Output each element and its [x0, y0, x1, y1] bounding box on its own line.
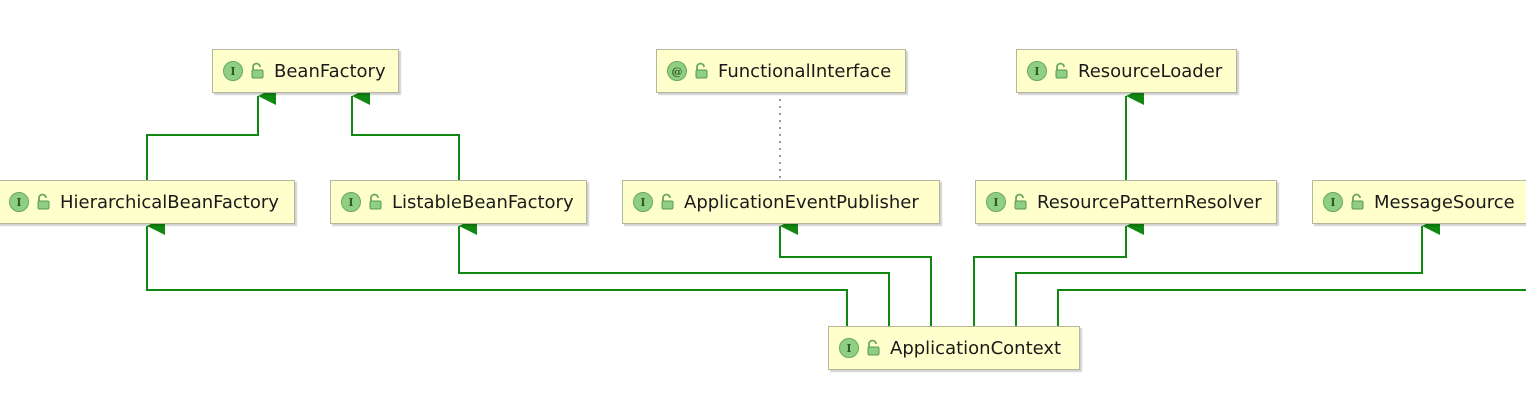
- node-resource-loader[interactable]: I ResourceLoader: [1016, 49, 1237, 93]
- interface-badge-icon: I: [633, 192, 653, 212]
- interface-badge-icon: I: [986, 192, 1006, 212]
- edge-appcontext-to-resourcepattern: [973, 217, 1144, 326]
- node-application-context[interactable]: I ApplicationContext: [828, 326, 1080, 370]
- annotation-badge-icon: @: [667, 61, 687, 81]
- node-listable-bean-factory[interactable]: I ListableBeanFactory: [330, 180, 587, 224]
- edge-appcontext-to-messagesource: [1015, 217, 1440, 326]
- edge-appcontext-to-listable: [458, 217, 890, 326]
- interface-badge-icon: I: [341, 192, 361, 212]
- interface-badge-icon: I: [223, 61, 243, 81]
- unlocked-icon: [369, 193, 382, 210]
- node-label: ApplicationContext: [890, 337, 1062, 359]
- unlocked-icon: [661, 193, 674, 210]
- node-label: ResourcePatternResolver: [1037, 191, 1262, 213]
- node-message-source[interactable]: I MessageSource: [1312, 180, 1526, 224]
- node-label: ResourceLoader: [1078, 60, 1223, 82]
- node-label: BeanFactory: [274, 60, 386, 82]
- edge-appcontext-offscreen: [1057, 289, 1526, 326]
- interface-badge-icon: I: [1323, 192, 1343, 212]
- node-label: FunctionalInterface: [718, 60, 892, 82]
- edge-hierarchical-to-beanfactory: [146, 87, 276, 180]
- unlocked-icon: [251, 62, 264, 79]
- unlocked-icon: [1351, 193, 1364, 210]
- node-application-event-publisher[interactable]: I ApplicationEventPublisher: [622, 180, 940, 224]
- unlocked-icon: [1055, 62, 1068, 79]
- edge-appcontext-to-eventpublisher: [779, 217, 932, 326]
- node-functional-interface[interactable]: @ FunctionalInterface: [656, 49, 906, 93]
- node-bean-factory[interactable]: I BeanFactory: [212, 49, 399, 93]
- unlocked-icon: [1014, 193, 1027, 210]
- node-resource-pattern-resolver[interactable]: I ResourcePatternResolver: [975, 180, 1277, 224]
- node-hierarchical-bean-factory[interactable]: I HierarchicalBeanFactory: [0, 180, 295, 224]
- interface-badge-icon: I: [839, 338, 859, 358]
- node-label: ListableBeanFactory: [392, 191, 574, 213]
- interface-badge-icon: I: [1027, 61, 1047, 81]
- edge-listable-to-beanfactory: [351, 87, 460, 180]
- edge-appcontext-to-hierarchical: [146, 217, 848, 326]
- unlocked-icon: [695, 62, 708, 79]
- node-label: MessageSource: [1374, 191, 1515, 213]
- unlocked-icon: [867, 339, 880, 356]
- node-label: ApplicationEventPublisher: [684, 191, 919, 213]
- node-label: HierarchicalBeanFactory: [60, 191, 279, 213]
- unlocked-icon: [37, 193, 50, 210]
- interface-badge-icon: I: [9, 192, 29, 212]
